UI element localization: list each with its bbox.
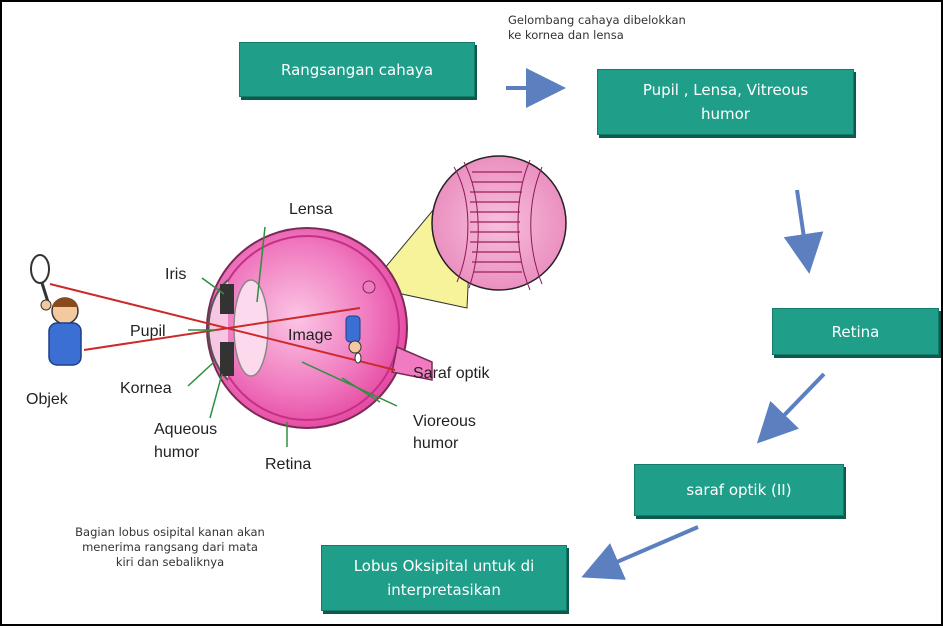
label-aqueous-1: Aqueous	[154, 421, 217, 438]
label-lensa: Lensa	[289, 201, 333, 218]
arrow-pupil-to-retina	[797, 190, 807, 258]
objek-figure	[31, 255, 81, 365]
label-kornea: Kornea	[120, 380, 172, 397]
arrow-retina-to-saraf	[768, 374, 824, 432]
label-vitreous-1: Vioreous	[413, 413, 476, 430]
label-saraf-optik: Saraf optik	[413, 365, 490, 382]
label-retina: Retina	[265, 456, 311, 473]
label-objek: Objek	[26, 391, 69, 408]
label-aqueous-2: humor	[154, 444, 200, 461]
retina-zoom-circle	[432, 156, 566, 290]
label-iris: Iris	[165, 266, 186, 283]
label-image: Image	[288, 327, 333, 344]
label-vitreous-2: humor	[413, 435, 459, 452]
label-pupil: Pupil	[130, 323, 166, 340]
arrow-saraf-to-lobus	[596, 527, 698, 571]
